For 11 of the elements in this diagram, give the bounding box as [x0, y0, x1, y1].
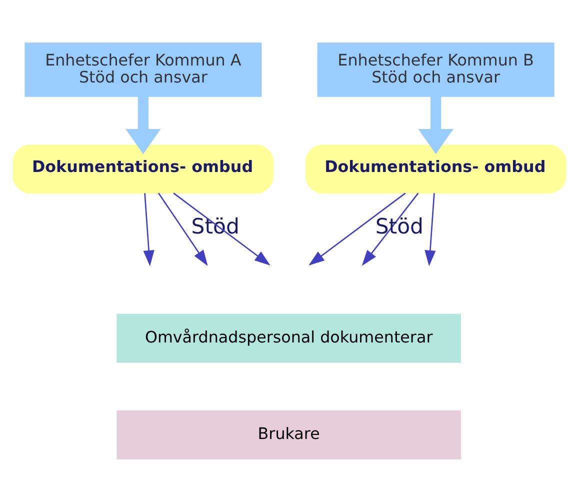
- arrow: [126, 96, 161, 154]
- node-box: Dokumentations- ombud: [305, 144, 566, 194]
- node-box: Enhetschefer Kommun A Stöd och ansvar: [24, 42, 262, 96]
- arrow: [424, 192, 436, 266]
- arrow: [143, 192, 154, 266]
- arrow: [418, 96, 454, 154]
- arrow: [158, 192, 208, 266]
- node-box: Dokumentations- ombud: [12, 144, 274, 194]
- node-box: Brukare: [116, 410, 461, 459]
- node-box: Omvårdnadspersonal dokumenterar: [116, 313, 461, 362]
- node-box: Enhetschefer Kommun B Stöd och ansvar: [317, 42, 554, 96]
